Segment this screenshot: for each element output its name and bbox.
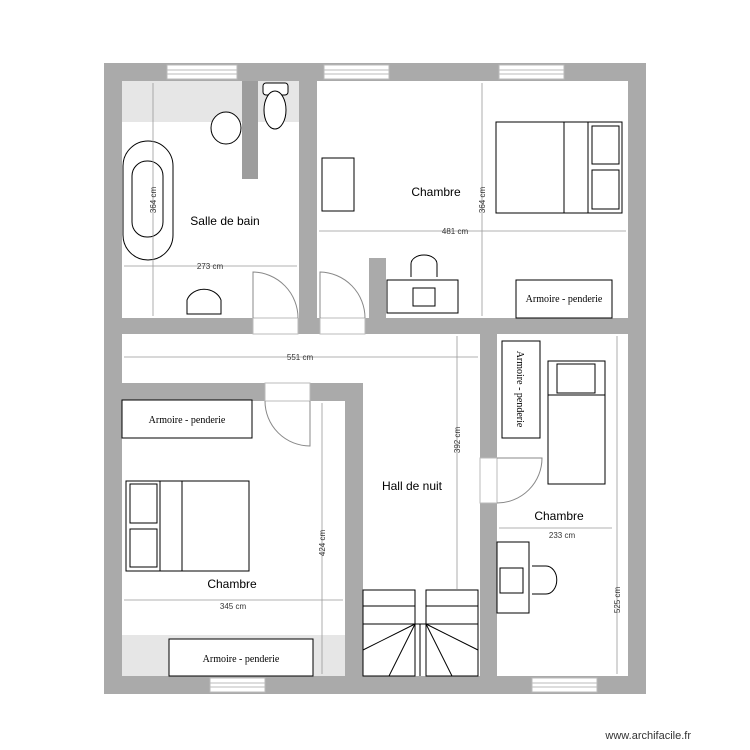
room-label-bathroom: Salle de bain	[190, 214, 259, 228]
room-label-bedroom-left: Chambre	[207, 577, 257, 591]
wardrobe-left-bottom	[168, 638, 314, 677]
window	[498, 64, 565, 80]
windows	[166, 64, 598, 693]
door-bathroom	[252, 317, 299, 335]
wardrobe-left-top	[121, 399, 253, 439]
dim-label: 481 cm	[442, 227, 469, 236]
bedroom-left-furniture	[121, 399, 314, 677]
door-bedroom-top	[319, 317, 366, 335]
room-label-hall: Hall de nuit	[382, 479, 443, 493]
door-bedroom-left	[264, 382, 311, 402]
dim-label: 424 cm	[318, 530, 327, 557]
dim-label: 392 cm	[453, 427, 462, 454]
wardrobe-label: Armoire - penderie	[526, 294, 603, 305]
dim-label: 345 cm	[220, 602, 247, 611]
window	[323, 64, 390, 80]
window	[209, 677, 266, 693]
door-swing	[264, 400, 311, 447]
wardrobe-top-right	[515, 279, 613, 319]
window	[531, 677, 598, 693]
doors[interactable]	[252, 271, 543, 504]
wardrobe-label: Armoire - penderie	[149, 415, 226, 426]
room-label-bedroom-right: Chambre	[534, 509, 584, 523]
wardrobe-label: Armoire - penderie	[514, 351, 525, 428]
door-bedroom-right	[479, 457, 498, 504]
dim-label: 364 cm	[149, 187, 158, 214]
door-swing	[252, 271, 299, 319]
bathroom-fixtures	[122, 82, 289, 315]
wardrobe-label: Armoire - penderie	[203, 654, 280, 665]
dimension-lines	[124, 83, 626, 674]
door-swing	[496, 457, 543, 504]
window	[166, 64, 238, 80]
dim-label: 364 cm	[478, 187, 487, 214]
wardrobe-right	[501, 340, 541, 439]
sink-icon	[186, 288, 222, 315]
dim-label: 233 cm	[549, 531, 576, 540]
watermark: www.archifacile.fr	[604, 730, 691, 742]
chair-icon	[410, 254, 438, 277]
dim-label: 551 cm	[287, 353, 314, 362]
bath-partition	[242, 81, 258, 179]
sink-icon	[210, 111, 242, 145]
chair-icon	[532, 565, 558, 595]
door-swing	[319, 271, 366, 319]
wall-stub	[369, 258, 386, 318]
dim-label: 273 cm	[197, 262, 224, 271]
dresser	[321, 157, 355, 212]
laptop-icon	[412, 287, 436, 307]
bedroom-top-furniture	[321, 121, 623, 319]
dim-label: 525 cm	[613, 587, 622, 614]
staircase[interactable]	[362, 589, 479, 677]
laptop-icon	[499, 567, 524, 594]
room-label-bedroom-top: Chambre	[411, 185, 461, 199]
bedroom-right-furniture	[496, 340, 606, 614]
